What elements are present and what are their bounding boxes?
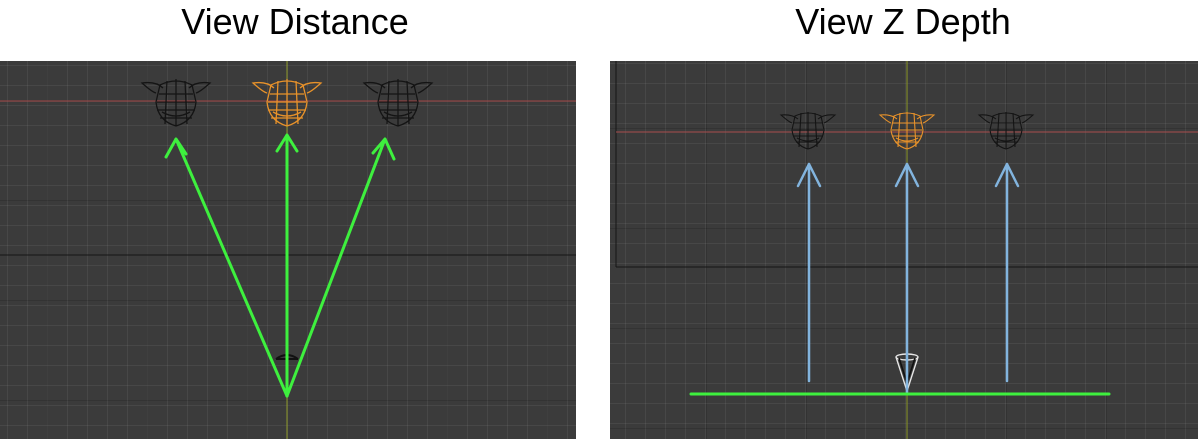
distance-arrow-center (275, 133, 299, 398)
distance-arrow-right (285, 137, 396, 398)
viewport-view-z-depth (610, 61, 1198, 439)
depth-arrow-right (994, 162, 1020, 383)
monkey-head-mesh-icon (251, 79, 323, 127)
view-z-depth-diagram (615, 61, 1198, 439)
monkey-head-mesh-icon (977, 112, 1035, 150)
depth-arrow-left (796, 162, 822, 383)
depth-arrow-center (894, 162, 920, 396)
monkey-head-mesh-icon (779, 112, 837, 150)
viewport-view-distance (0, 61, 576, 439)
view-distance-diagram (0, 61, 576, 439)
monkey-head-mesh-icon (362, 79, 434, 127)
panel-title-view-distance: View Distance (181, 1, 409, 42)
monkey-head-mesh-icon (140, 79, 212, 127)
distance-arrow-left (164, 137, 289, 398)
panel-title-view-z-depth: View Z Depth (795, 1, 1011, 42)
monkey-head-mesh-icon (878, 112, 936, 150)
